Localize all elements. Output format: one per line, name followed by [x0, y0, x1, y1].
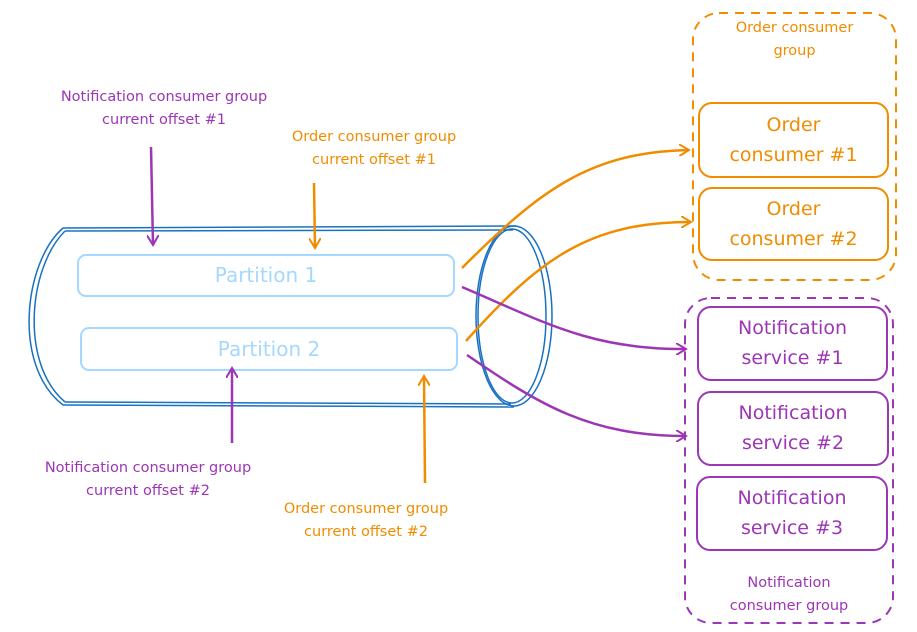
order-offset-1-arrow — [314, 182, 315, 248]
order-offset-1-line-1: Order consumer group — [291, 129, 457, 145]
order-group-title-line-1: Order consumer — [735, 20, 854, 36]
order-offset-1-line-2: current offset #1 — [312, 152, 436, 168]
notif-offset-2-line-1: Notification consumer group — [44, 460, 252, 476]
notif-service-2-line-1: Notification — [738, 402, 848, 424]
partition2-to-notif-service-2-arrow — [466, 353, 686, 436]
notif-offset-1-arrow — [151, 146, 153, 245]
order-consumer-1-label: Order consumer #1 — [699, 110, 888, 170]
partition1-to-order-consumer-1-arrow — [461, 150, 689, 269]
notif-group-title: Notification consumer group — [685, 572, 893, 618]
topic-cylinder — [28, 225, 553, 408]
order-consumer-2-line-2: consumer #2 — [729, 228, 858, 250]
notif-offset-1-label: Notification consumer group current offs… — [28, 86, 300, 132]
partition-2-label: Partition 2 — [217, 337, 321, 361]
notif-service-3-line-2: service #3 — [740, 517, 844, 539]
notif-service-1-label: Notification service #1 — [698, 313, 887, 373]
order-consumer-1-box — [698, 102, 889, 178]
order-offset-2-line-1: Order consumer group — [283, 501, 449, 517]
order-consumer-2-line-1: Order — [766, 198, 821, 220]
partition-1-box — [77, 254, 455, 297]
order-group-title-line-2: group — [773, 43, 816, 59]
notif-offset-1-line-2: current offset #1 — [102, 112, 226, 128]
notif-service-3-label: Notification service #3 — [697, 483, 887, 543]
partition1-to-notif-service-1-arrow — [461, 285, 686, 349]
order-offset-2-arrow — [424, 376, 425, 484]
notif-group-title-line-1: Notification — [747, 575, 831, 591]
order-group-title: Order consumer group — [693, 17, 896, 63]
notif-service-1-box — [697, 306, 888, 381]
notif-offset-1-line-1: Notification consumer group — [60, 89, 268, 105]
order-offset-1-label: Order consumer group current offset #1 — [264, 126, 484, 172]
notif-service-1-line-1: Notification — [737, 317, 848, 339]
order-offset-2-label: Order consumer group current offset #2 — [256, 498, 476, 544]
notif-offset-2-line-2: current offset #2 — [86, 483, 210, 499]
notif-service-1-line-2: service #1 — [741, 347, 844, 369]
order-consumer-2-label: Order consumer #2 — [699, 194, 888, 254]
order-consumer-2-box — [698, 187, 889, 261]
notif-service-2-line-2: service #2 — [741, 432, 845, 454]
partition-2-box — [80, 327, 458, 371]
order-consumer-1-line-1: Order — [766, 114, 821, 136]
partition2-to-order-consumer-2-arrow — [465, 222, 691, 342]
notif-service-2-label: Notification service #2 — [698, 398, 888, 458]
notif-group-title-line-2: consumer group — [729, 598, 849, 614]
notif-offset-2-label: Notification consumer group current offs… — [12, 457, 284, 503]
partition-1-label: Partition 1 — [214, 263, 318, 287]
notif-service-2-box — [697, 391, 889, 466]
order-consumer-1-line-2: consumer #1 — [729, 144, 858, 166]
notif-service-3-line-1: Notification — [737, 487, 847, 509]
notif-service-3-box — [696, 476, 888, 551]
order-offset-2-line-2: current offset #2 — [304, 524, 428, 540]
